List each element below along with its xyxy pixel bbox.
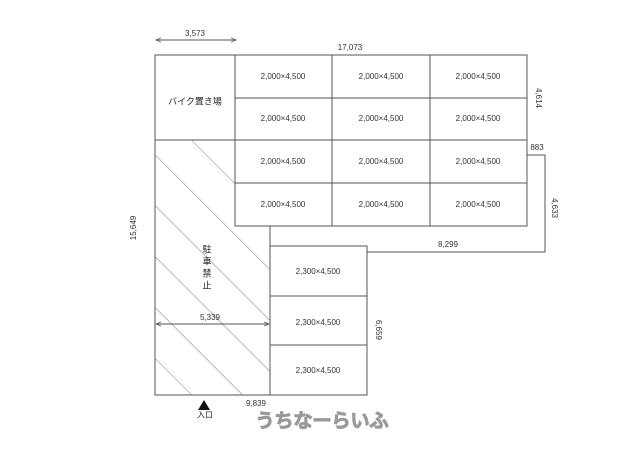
- parking-space-label: 2,000×4,500: [359, 157, 404, 166]
- parking-space-label: 2,000×4,500: [261, 114, 306, 123]
- dimension-lower-gap-width: 8,299: [438, 240, 459, 249]
- dimension-offset: 883: [530, 143, 544, 152]
- entrance-label: 入口: [197, 411, 213, 420]
- dimension-no-parking-width: 5,339: [200, 313, 221, 322]
- no-parking-char: 禁: [202, 269, 211, 280]
- watermark: うちなーらいふ: [255, 410, 388, 432]
- parking-space-label: 2,000×4,500: [261, 157, 306, 166]
- dimension-total-width: 17,073: [338, 43, 363, 52]
- parking-space-label: 2,300×4,500: [296, 366, 341, 375]
- dimension-lower-height: 6,659: [374, 320, 383, 341]
- upper-parking-grid: [155, 54, 528, 227]
- dimension-bike-width: 3,573: [185, 29, 206, 38]
- parking-space-label: 2,300×4,500: [296, 318, 341, 327]
- parking-space-label: 2,300×4,500: [296, 267, 341, 276]
- parking-space-label: 2,000×4,500: [359, 200, 404, 209]
- no-parking-char: 駐: [202, 244, 211, 256]
- dimension-upper-depth: 4,614: [534, 88, 543, 109]
- parking-space-label: 2,000×4,500: [261, 200, 306, 209]
- dimension-right-depth: 4,633: [550, 198, 559, 219]
- parking-space-label: 2,000×4,500: [456, 114, 501, 123]
- dimension-bottom-width: 9,839: [246, 399, 267, 408]
- no-parking-char: 止: [202, 280, 211, 292]
- no-parking-char: 車: [202, 256, 211, 268]
- entrance-arrow-icon: [198, 400, 210, 410]
- parking-space-label: 2,000×4,500: [359, 72, 404, 81]
- no-parking-zone: [154, 139, 271, 396]
- parking-space-label: 2,000×4,500: [456, 157, 501, 166]
- parking-space-label: 2,000×4,500: [359, 114, 404, 123]
- lower-parking-grid: [269, 245, 368, 396]
- parking-space-label: 2,000×4,500: [456, 200, 501, 209]
- parking-space-label: 2,000×4,500: [456, 72, 501, 81]
- parking-space-label: 2,000×4,500: [261, 72, 306, 81]
- dimension-total-height: 15,649: [129, 215, 138, 240]
- dimension-line: [367, 154, 546, 253]
- bike-area-label: バイク置き場: [168, 96, 222, 108]
